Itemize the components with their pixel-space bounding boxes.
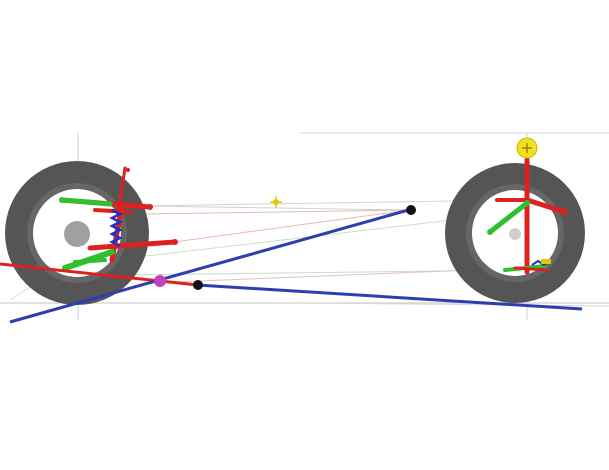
key-points[interactable] (126, 137, 538, 290)
front-wheel[interactable] (5, 161, 149, 305)
ground-line-lower (299, 302, 609, 307)
center-of-gravity-marker (270, 196, 282, 208)
front-lower-arm (87, 239, 178, 251)
front-joint (172, 239, 178, 245)
front-small-red-marker (126, 168, 130, 172)
rear-yellow-bracket (541, 259, 551, 264)
rear-upper-arm (524, 197, 568, 215)
rear-hub (509, 228, 521, 240)
roll-center (154, 275, 166, 287)
front-spring (109, 208, 123, 248)
front-lower-green-2 (73, 258, 107, 264)
front-suspension[interactable] (59, 166, 178, 271)
front-joint (59, 197, 65, 203)
rear-joint (487, 229, 493, 235)
front-joint (147, 204, 153, 210)
top-yellow-marker (516, 137, 538, 159)
rear-green-arm (487, 200, 530, 235)
rear-wheel[interactable] (445, 163, 585, 303)
front-upper-green (59, 197, 113, 207)
rear-joint (524, 200, 530, 206)
front-pushrod (116, 166, 127, 217)
rear-joint (562, 209, 568, 215)
blue-force-line-front (9, 207, 413, 324)
rear-lower-red (513, 266, 550, 272)
front-hub (64, 221, 90, 247)
instant-center-upper (406, 205, 416, 215)
blue-force-line-rear (196, 283, 583, 311)
rear-suspension[interactable] (487, 157, 568, 275)
instant-center-lower (193, 280, 203, 290)
